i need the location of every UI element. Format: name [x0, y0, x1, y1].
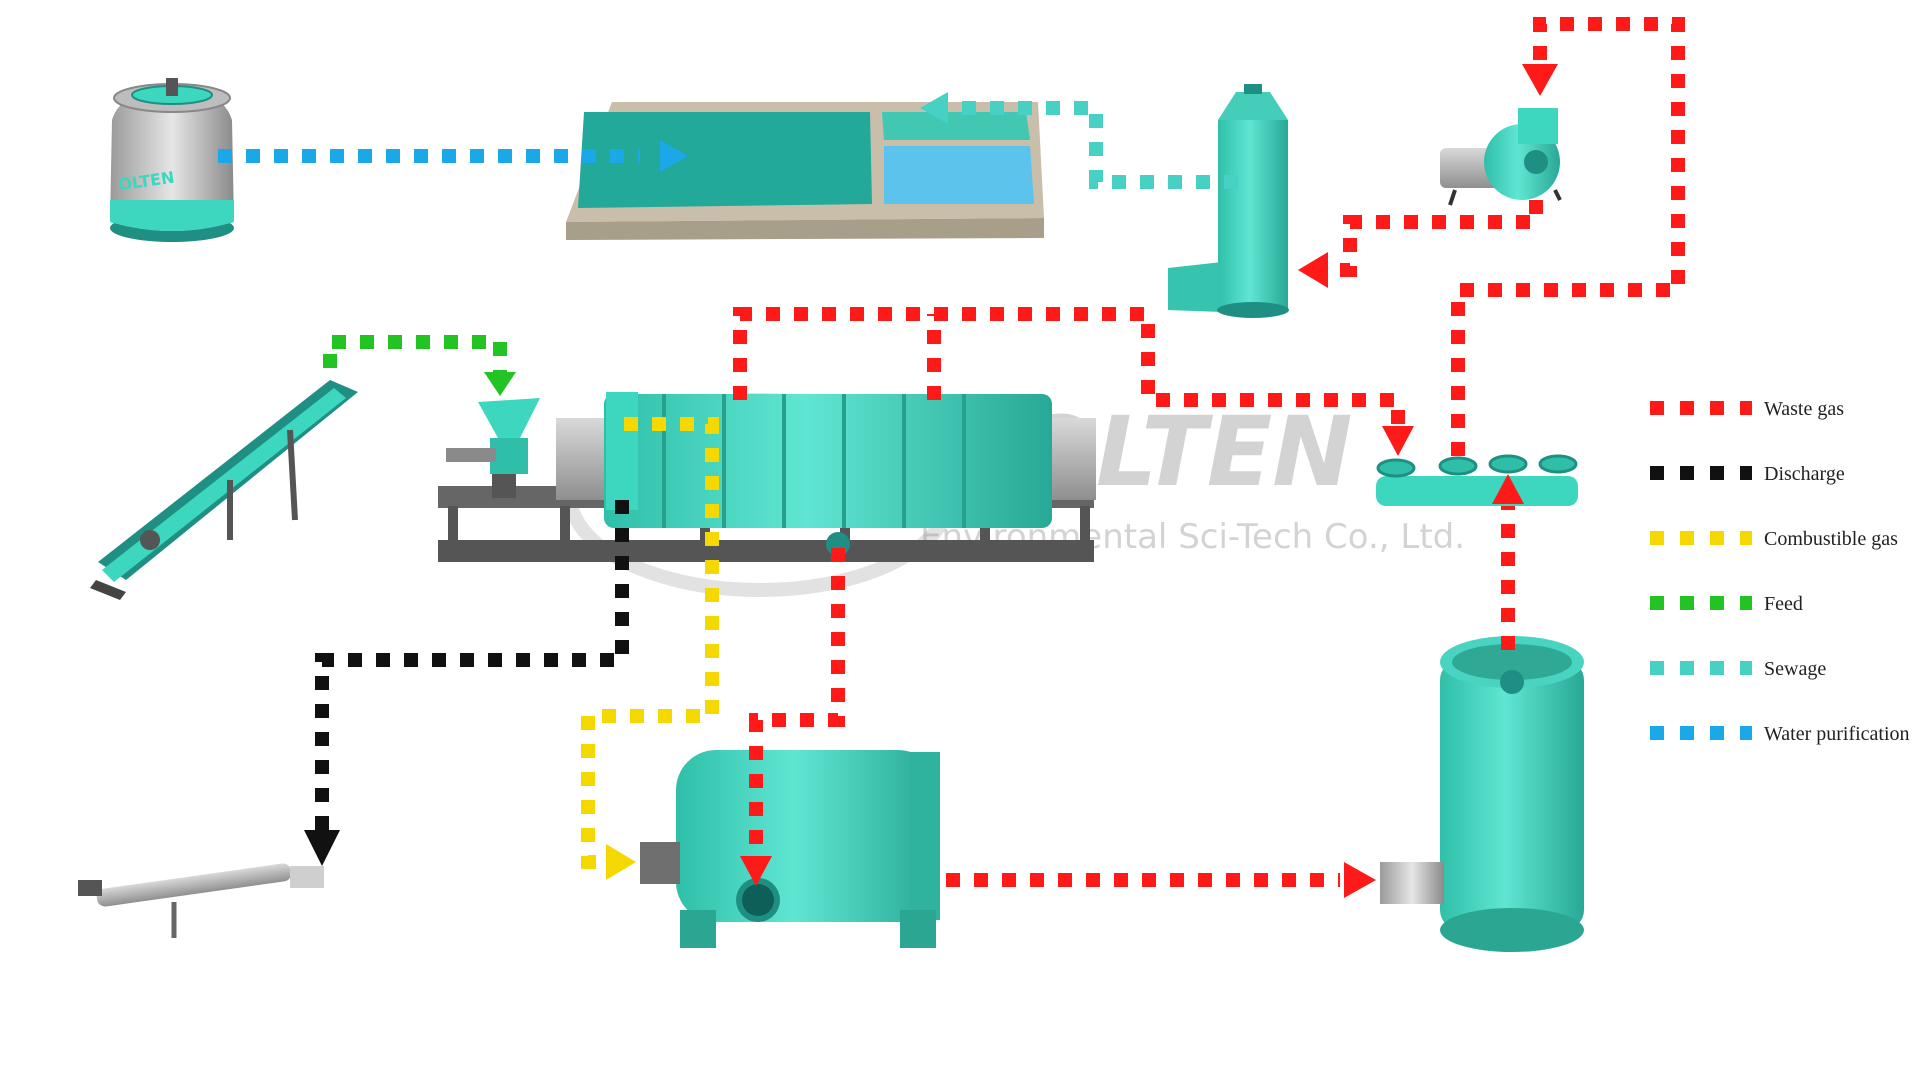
legend-label: Sewage — [1764, 658, 1826, 680]
legend-label: Feed — [1764, 593, 1803, 615]
arrow-icon — [484, 372, 516, 396]
inclined-conveyor — [90, 380, 358, 600]
waste-heat-tower — [1380, 636, 1584, 952]
arrow-icon — [606, 844, 636, 880]
legend-item-water-purification: Water purification — [1650, 723, 1910, 745]
flow-discharge — [304, 500, 629, 866]
legend-item-sewage: Sewage — [1650, 658, 1826, 680]
flow-combustible-gas — [581, 417, 719, 880]
arrow-icon — [1298, 252, 1328, 288]
legend-item-feed: Feed — [1650, 593, 1803, 615]
legend-label: Waste gas — [1764, 398, 1844, 420]
combustion-furnace — [640, 750, 940, 948]
gas-manifold — [1376, 454, 1578, 506]
legend-label: Water purification — [1764, 723, 1910, 745]
flow-waste-gas — [733, 17, 1685, 898]
screw-discharge-conveyor — [78, 863, 324, 938]
arrow-icon — [920, 92, 948, 124]
arrow-icon — [1522, 64, 1558, 96]
arrow-icon — [1492, 474, 1524, 504]
legend-item-combustible-gas: Combustible gas — [1650, 528, 1898, 550]
legend-label: Combustible gas — [1764, 528, 1898, 550]
flow-water-purification — [218, 140, 688, 172]
flow-sewage — [920, 92, 1238, 189]
arrow-icon — [740, 856, 772, 886]
arrow-icon — [1382, 426, 1414, 456]
spray-tower — [1168, 84, 1289, 318]
cooling-tower: OLTEN — [110, 78, 234, 242]
legend-label: Discharge — [1764, 463, 1845, 485]
arrow-icon — [1344, 862, 1376, 898]
induced-draft-fan — [1440, 108, 1562, 206]
arrow-icon — [304, 830, 340, 866]
flow-feed — [323, 335, 516, 396]
legend-item-discharge: Discharge — [1650, 463, 1845, 485]
arrow-icon — [660, 140, 688, 172]
sewage-treatment-pool — [566, 102, 1044, 240]
legend-item-waste-gas: Waste gas — [1650, 398, 1844, 420]
